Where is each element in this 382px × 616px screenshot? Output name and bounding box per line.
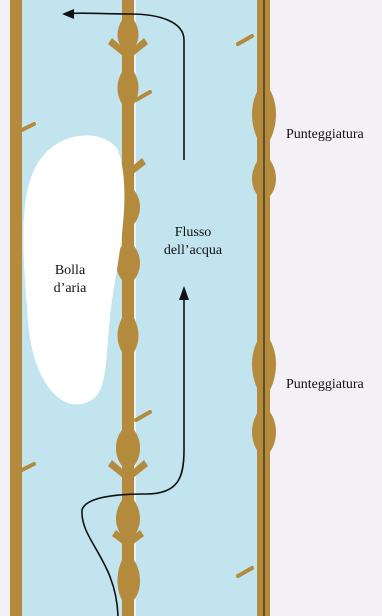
- pit-label-top: Punteggiatura: [286, 126, 364, 144]
- water-flow-label: Flusso dell’acqua: [152, 224, 234, 260]
- water-fill-middle-vessel: [136, 0, 258, 616]
- left-outer-wall: [10, 0, 22, 616]
- air-bubble-label: Bolla d’aria: [40, 262, 100, 298]
- pit-label-bottom: Punteggiatura: [286, 376, 364, 394]
